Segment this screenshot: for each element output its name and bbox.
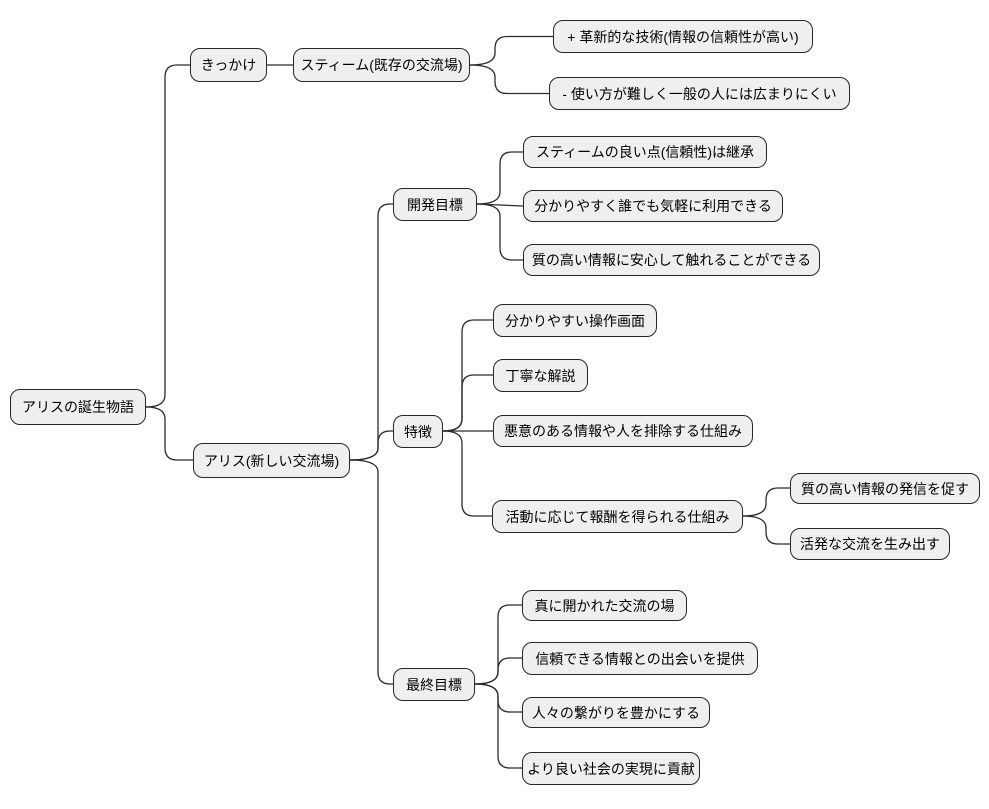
link-reward-2	[742, 515, 790, 545]
node-dev-goal-3: 質の高い情報に安心して触れることができる	[523, 244, 820, 276]
node-final-goal-4: より良い社会の実現に貢献	[522, 752, 700, 785]
link-steam-pro	[469, 35, 553, 66]
node-reward-effect-2: 活発な交流を生み出す	[790, 528, 950, 560]
node-steam: スティーム(既存の交流場)	[293, 48, 470, 82]
link-features-2	[442, 374, 493, 432]
node-feature-2: 丁寧な解説	[493, 359, 588, 392]
node-steam-pro: + 革新的な技術(情報の信頼性が高い)	[553, 20, 813, 53]
link-devgoals-3	[476, 203, 523, 261]
link-features-4	[442, 430, 492, 517]
node-feature-3: 悪意のある情報や人を排除する仕組み	[493, 415, 753, 447]
node-final-goals: 最終目標	[393, 668, 475, 701]
node-dev-goal-2: 分かりやすく誰でも気軽に利用できる	[523, 190, 783, 222]
node-dev-goal-1: スティームの良い点(信頼性)は継承	[523, 136, 767, 168]
link-root-alice	[145, 406, 193, 461]
link-reward-1	[742, 487, 790, 517]
link-finalgoals-2	[474, 657, 522, 685]
link-root-kikkake	[145, 64, 190, 408]
link-alice-features	[349, 430, 393, 461]
node-final-goal-1: 真に開かれた交流の場	[522, 590, 687, 621]
link-steam-con	[469, 64, 549, 95]
node-root: アリスの誕生物語	[10, 389, 146, 425]
link-finalgoals-4	[474, 683, 522, 769]
node-final-goal-2: 信頼できる情報との出会いを提供	[522, 642, 758, 675]
link-alice-devgoals	[349, 203, 393, 461]
node-reward-effect-1: 質の高い情報の発信を促す	[790, 473, 980, 504]
node-feature-1: 分かりやすい操作画面	[493, 304, 657, 337]
link-alice-finalgoals	[349, 459, 393, 685]
node-kikkake: きっかけ	[190, 48, 267, 82]
node-dev-goals: 開発目標	[393, 188, 477, 221]
node-steam-con: - 使い方が難しく一般の人には広まりにくい	[549, 77, 850, 110]
node-final-goal-3: 人々の繋がりを豊かにする	[522, 697, 710, 728]
node-alice: アリス(新しい交流場)	[193, 443, 350, 478]
node-features: 特徴	[393, 415, 443, 448]
link-devgoals-1	[476, 151, 523, 205]
node-feature-4: 活動に応じて報酬を得られる仕組み	[492, 500, 743, 533]
